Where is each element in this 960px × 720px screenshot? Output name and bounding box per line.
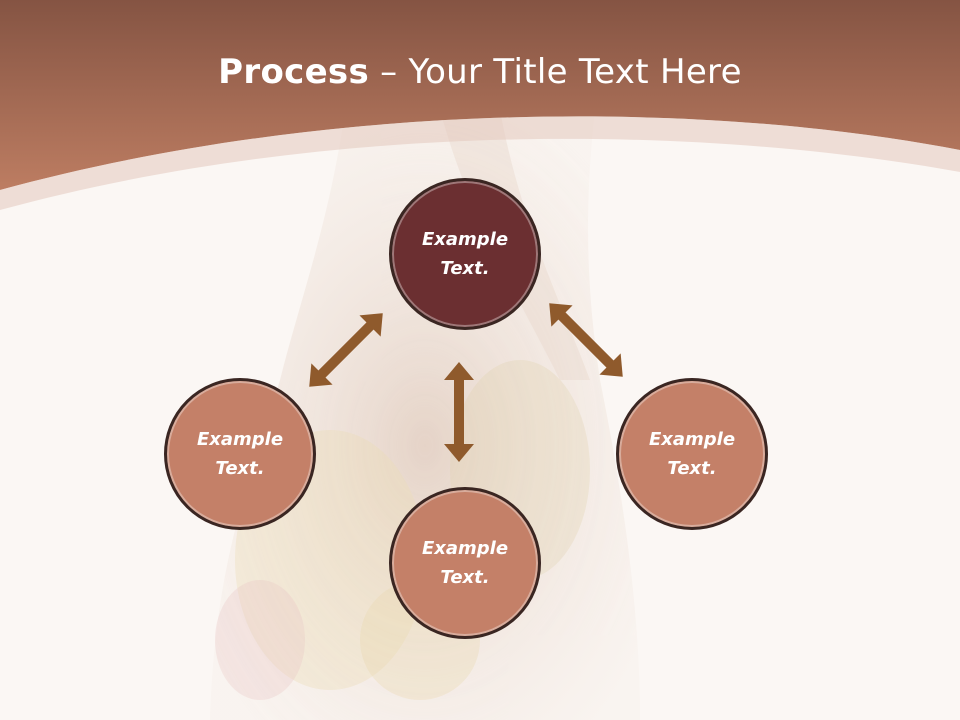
arrow-top-left	[309, 313, 383, 387]
title-bold: Process	[218, 52, 370, 92]
process-node-left: Example Text.	[164, 378, 316, 530]
node-top-label: Example Text.	[421, 229, 509, 279]
title-separator: –	[369, 52, 409, 92]
process-node-right: Example Text.	[616, 378, 768, 530]
title-rest: Your Title Text Here	[408, 52, 742, 92]
node-left-label: Example Text.	[196, 429, 284, 479]
arrow-top-right	[549, 303, 623, 377]
process-node-bottom: Example Text.	[389, 487, 541, 639]
arrow-vertical	[444, 362, 474, 462]
node-bottom-label: Example Text.	[421, 538, 509, 588]
slide-title: Process – Your Title Text Here	[0, 52, 960, 92]
header-band	[0, 0, 960, 190]
node-right-label: Example Text.	[648, 429, 736, 479]
process-node-top: Example Text.	[389, 178, 541, 330]
header-swoosh	[0, 116, 960, 210]
